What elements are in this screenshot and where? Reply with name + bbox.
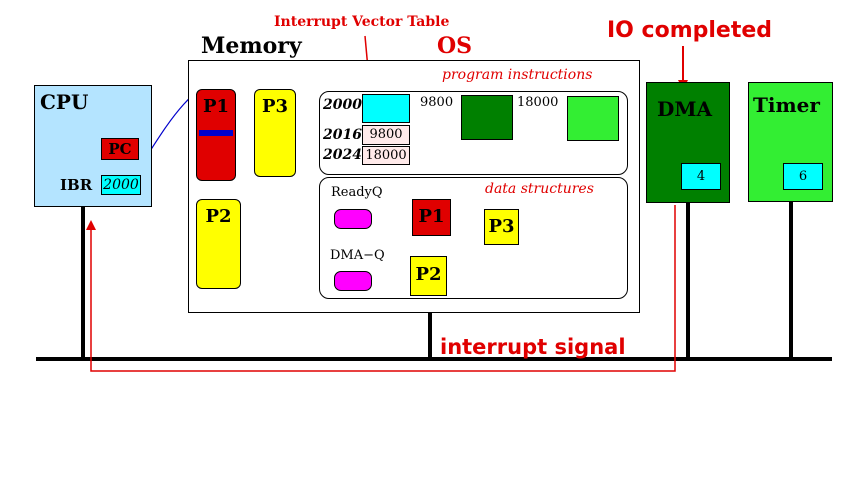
readyq-head [334,209,372,229]
handler-9800-address: 9800 [420,95,454,110]
ivt-addr-2000: 2000 [323,97,362,113]
dmaq-p2: P2 [410,256,447,296]
ivt-addr-2016: 2016 [323,127,362,143]
ivt-addr-2024: 2024 [323,147,362,163]
timer-box: Timer 6 [748,82,833,202]
readyq-p3: P3 [484,209,519,245]
os-data-structures-area [319,177,628,299]
handler-dma [461,95,513,140]
data-structures-label: data structures [485,181,594,197]
os-label: OS [437,33,473,59]
dmaq-label: DMA−Q [330,248,385,263]
timer-register: 6 [783,163,823,190]
pc-register: PC [101,138,139,160]
process-p1-label: P1 [202,96,230,117]
readyq-label: ReadyQ [331,185,383,200]
io-completed-label: IO completed [607,18,773,43]
ibr-label: IBR [60,176,93,194]
interrupt-signal-line [86,205,676,372]
memory-label: Memory [201,33,302,59]
cpu-label: CPU [40,90,89,114]
dma-box: DMA 4 [646,82,730,203]
process-p1: P1 [196,89,236,181]
process-p3: P3 [254,89,296,177]
ivt-entry-2024: 18000 [362,146,410,165]
handler-18000-address: 18000 [517,95,559,110]
timer-label: Timer [753,93,820,117]
interrupt-signal-label: interrupt signal [440,335,626,359]
process-p2: P2 [196,199,241,289]
p1-pc-marker [199,130,233,136]
dma-label: DMA [657,97,712,121]
ibr-register: 2000 [101,175,141,195]
dma-register: 4 [681,163,721,190]
ivt-entry-2000 [362,94,410,123]
memory-box: P1 P3 P2 program instructions 2000 2016 … [188,60,640,313]
readyq-p1: P1 [412,199,451,236]
dmaq-head [334,271,372,291]
cpu-box: CPU PC IBR 2000 [34,85,152,207]
os-program-area [319,91,628,175]
program-instructions-label: program instructions [442,67,593,83]
ivt-entry-2016: 9800 [362,125,410,145]
ivt-label: Interrupt Vector Table [274,14,450,30]
handler-timer [567,96,619,141]
